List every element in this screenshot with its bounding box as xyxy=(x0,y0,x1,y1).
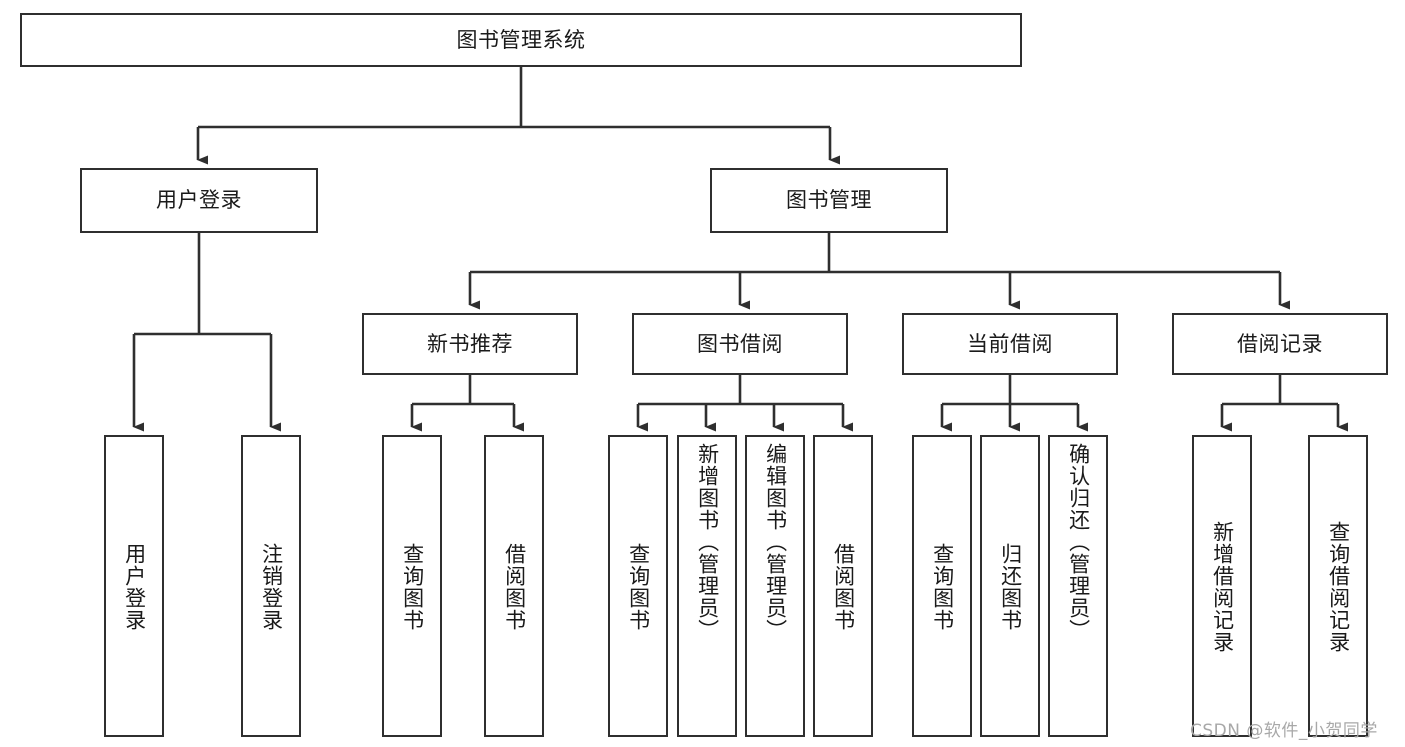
node-leaf-nbr-borrow[interactable]: 借阅图书 xyxy=(484,435,544,737)
node-book-borrow-label: 图书借阅 xyxy=(697,331,783,356)
node-leaf-cb-confirm-label: 确认归还（管理员） xyxy=(1066,443,1091,641)
node-new-book-rec-label: 新书推荐 xyxy=(427,331,513,356)
node-leaf-bb-edit[interactable]: 编辑图书（管理员） xyxy=(745,435,805,737)
node-current-borrow-label: 当前借阅 xyxy=(967,331,1053,356)
node-leaf-br-query[interactable]: 查询借阅记录 xyxy=(1308,435,1368,737)
node-leaf-user-login-label: 用户登录 xyxy=(122,543,147,631)
node-borrow-record[interactable]: 借阅记录 xyxy=(1172,313,1388,375)
node-leaf-bb-add-label: 新增图书（管理员） xyxy=(695,443,720,641)
node-borrow-record-label: 借阅记录 xyxy=(1237,331,1323,356)
node-leaf-bb-edit-label: 编辑图书（管理员） xyxy=(763,443,788,641)
node-leaf-br-add-label: 新增借阅记录 xyxy=(1210,521,1235,653)
node-leaf-bb-borrow[interactable]: 借阅图书 xyxy=(813,435,873,737)
node-leaf-cb-confirm[interactable]: 确认归还（管理员） xyxy=(1048,435,1108,737)
node-leaf-nbr-query-label: 查询图书 xyxy=(400,543,425,631)
node-leaf-nbr-borrow-label: 借阅图书 xyxy=(502,543,527,631)
node-leaf-bb-query[interactable]: 查询图书 xyxy=(608,435,668,737)
node-leaf-cb-return[interactable]: 归还图书 xyxy=(980,435,1040,737)
node-root[interactable]: 图书管理系统 xyxy=(20,13,1022,67)
node-leaf-bb-add[interactable]: 新增图书（管理员） xyxy=(677,435,737,737)
node-book-borrow[interactable]: 图书借阅 xyxy=(632,313,848,375)
node-leaf-cb-query-label: 查询图书 xyxy=(930,543,955,631)
node-new-book-rec[interactable]: 新书推荐 xyxy=(362,313,578,375)
node-leaf-cb-query[interactable]: 查询图书 xyxy=(912,435,972,737)
node-leaf-user-login[interactable]: 用户登录 xyxy=(104,435,164,737)
node-book-manage[interactable]: 图书管理 xyxy=(710,168,948,233)
node-leaf-br-query-label: 查询借阅记录 xyxy=(1326,521,1351,653)
node-leaf-br-add[interactable]: 新增借阅记录 xyxy=(1192,435,1252,737)
node-leaf-bb-query-label: 查询图书 xyxy=(626,543,651,631)
node-root-label: 图书管理系统 xyxy=(456,27,586,52)
node-leaf-cb-return-label: 归还图书 xyxy=(998,543,1023,631)
node-book-manage-label: 图书管理 xyxy=(786,188,872,213)
node-current-borrow[interactable]: 当前借阅 xyxy=(902,313,1118,375)
node-leaf-nbr-query[interactable]: 查询图书 xyxy=(382,435,442,737)
node-user-login-label: 用户登录 xyxy=(156,188,242,213)
node-leaf-user-logout-label: 注销登录 xyxy=(259,543,284,631)
node-user-login[interactable]: 用户登录 xyxy=(80,168,318,233)
node-leaf-user-logout[interactable]: 注销登录 xyxy=(241,435,301,737)
node-leaf-bb-borrow-label: 借阅图书 xyxy=(831,543,856,631)
